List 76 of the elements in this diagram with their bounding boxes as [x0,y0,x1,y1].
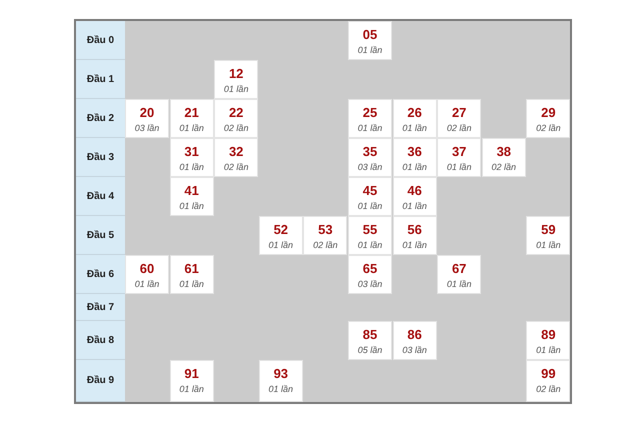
number-value: 45 [362,183,378,198]
number-value: 60 [138,261,156,276]
count-text: 03 lần [356,279,384,289]
number-value: 35 [362,144,378,159]
number-value: 38 [496,144,512,159]
number-value: 91 [183,366,200,381]
count-text: 01 lần [535,345,562,355]
number-value: 37 [450,144,468,159]
number-value: 93 [272,366,290,381]
count-text: 01 lần [535,240,562,250]
count-text: 02 lần [535,384,562,394]
count-text: 01 lần [401,201,428,211]
count-text: 01 lần [178,123,205,133]
number-value: 56 [406,222,423,237]
number-value: 12 [228,66,244,81]
number-value: 85 [362,327,378,342]
number-value: 65 [362,261,378,276]
count-text: 01 lần [446,279,472,289]
row-header: Đầu 1 [76,60,125,99]
number-value: 05 [362,27,378,42]
row-header: Đầu 7 [76,294,125,321]
number-value: 20 [138,105,156,120]
number-value: 55 [362,222,378,237]
number-value: 22 [228,105,244,120]
number-value: 25 [362,105,378,120]
number-value: 29 [540,105,557,120]
number-value: 59 [540,222,557,237]
number-value: 46 [406,183,423,198]
number-value: 86 [406,327,423,342]
count-text: 01 lần [356,45,384,55]
count-text: 02 lần [312,240,339,250]
number-value: 67 [450,261,468,276]
row-header: Đầu 9 [76,360,125,402]
number-value: 32 [228,144,244,159]
count-text: 01 lần [401,162,428,172]
count-text: 05 lần [356,345,384,355]
count-text: 01 lần [178,162,205,172]
count-text: 02 lần [222,123,250,133]
count-text: 03 lần [401,345,428,355]
count-text: 01 lần [178,201,205,211]
number-value: 41 [183,183,200,198]
row-header: Đầu 3 [76,138,125,177]
count-text: 02 lần [446,123,472,133]
count-text: 01 lần [134,279,160,289]
count-text: 01 lần [401,123,428,133]
row-header: Đầu 0 [76,21,125,60]
count-text: 01 lần [178,384,205,394]
count-text: 01 lần [178,279,205,289]
count-text: 01 lần [268,384,294,394]
count-text: 01 lần [446,162,472,172]
row-header: Đầu 4 [76,177,125,216]
number-value: 31 [183,144,200,159]
number-value: 52 [272,222,290,237]
count-text: 01 lần [222,84,250,94]
count-text: 01 lần [356,240,384,250]
number-value: 27 [450,105,468,120]
count-text: 01 lần [356,123,384,133]
row-header: Đầu 8 [76,321,125,360]
count-text: 02 lần [490,162,518,172]
number-value: 53 [317,222,334,237]
count-text: 02 lần [222,162,250,172]
row-header: Đầu 2 [76,99,125,138]
number-value: 99 [540,366,557,381]
number-value: 89 [540,327,557,342]
count-text: 03 lần [134,123,160,133]
row-header: Đầu 6 [76,255,125,294]
number-value: 61 [183,261,200,276]
number-value: 26 [406,105,423,120]
count-text: 02 lần [535,123,562,133]
number-value: 21 [183,105,200,120]
row-header: Đầu 5 [76,216,125,255]
count-text: 01 lần [268,240,294,250]
count-text: 01 lần [356,201,384,211]
number-value: 36 [406,144,423,159]
count-text: 01 lần [401,240,428,250]
count-text: 03 lần [356,162,384,172]
